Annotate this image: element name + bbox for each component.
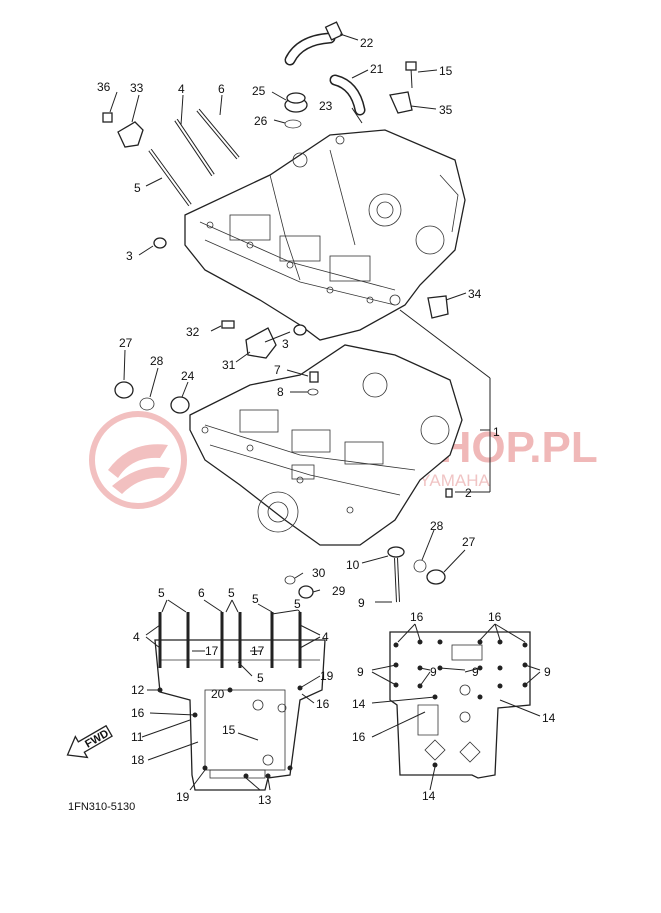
- left-plan-top-5a: 5: [158, 586, 165, 600]
- right-plan-16-left: 16: [410, 610, 424, 624]
- left-plan-17-left: 17: [205, 644, 219, 658]
- left-plan-16a: 16: [131, 706, 145, 720]
- left-plan-15: 15: [222, 723, 236, 737]
- right-plan-view: 16 16 9 9 9 9 14 14 16 14: [352, 610, 556, 803]
- left-plan-top-5b: 5: [228, 586, 235, 600]
- left-plan-side-4-right: 4: [322, 630, 329, 644]
- left-plan-20: 20: [211, 687, 225, 701]
- upper-crankcase: [184, 129, 466, 341]
- callout-34: 34: [468, 287, 482, 301]
- left-plan-top-6: 6: [198, 586, 205, 600]
- left-plan-12: 12: [131, 683, 145, 697]
- callout-6: 6: [218, 82, 225, 96]
- cap-25: [284, 92, 308, 129]
- left-plan-side-4-left: 4: [133, 630, 140, 644]
- callout-3a: 3: [126, 249, 133, 263]
- callout-25: 25: [252, 84, 266, 98]
- callout-15: 15: [439, 64, 453, 78]
- left-plan-18: 18: [131, 753, 145, 767]
- callout-9: 9: [358, 596, 365, 610]
- left-plan-16b: 16: [316, 697, 330, 711]
- callout-1: 1: [493, 425, 500, 439]
- part-callouts: 22 21 15 35 23 25 26 36 33 4 6 5 3 34 32…: [97, 36, 500, 610]
- leader-lines: [109, 33, 491, 603]
- bracket-33-36: [102, 112, 144, 148]
- left-plan-top-5d: 5: [294, 597, 301, 611]
- drain-bolts-lower: [284, 546, 446, 603]
- small-parts-mid: [114, 237, 453, 498]
- callout-22: 22: [360, 36, 374, 50]
- bracket-35: [389, 61, 417, 114]
- right-plan-9-inner-right: 9: [472, 665, 479, 679]
- fwd-arrow-icon: FWD: [66, 724, 113, 759]
- right-plan-9-inner-left: 9: [430, 665, 437, 679]
- callout-10: 10: [346, 558, 360, 572]
- callout-36: 36: [97, 80, 111, 94]
- left-plan-19b: 19: [320, 669, 334, 683]
- callout-3b: 3: [282, 337, 289, 351]
- callout-30: 30: [312, 566, 326, 580]
- callout-27a: 27: [119, 336, 133, 350]
- callout-26: 26: [254, 114, 268, 128]
- left-plan-11: 11: [131, 730, 144, 744]
- lower-crankcase: [189, 344, 463, 546]
- callout-28b: 28: [430, 519, 444, 533]
- callout-2: 2: [465, 486, 472, 500]
- bracket-34: [427, 295, 449, 319]
- right-plan-bolts: [393, 639, 528, 768]
- callout-35: 35: [439, 103, 453, 117]
- callout-8: 8: [277, 385, 284, 399]
- hose-21-22: [284, 21, 366, 116]
- left-plan-bolts: [157, 612, 303, 779]
- callout-24: 24: [181, 369, 195, 383]
- right-plan-9-outer-left: 9: [357, 665, 364, 679]
- right-plan-16-right: 16: [488, 610, 502, 624]
- bolts-4-5-6: [148, 108, 240, 207]
- drawing-code: 1FN310-5130: [68, 801, 135, 813]
- dealer-logo-icon: [89, 411, 187, 509]
- left-plan-19a: 19: [176, 790, 190, 804]
- right-plan-16c: 16: [352, 730, 366, 744]
- callout-7: 7: [274, 363, 281, 377]
- left-plan-17-right: 17: [251, 644, 265, 658]
- right-plan-14a: 14: [352, 697, 366, 711]
- callout-33: 33: [130, 81, 144, 95]
- left-plan-top-5c: 5: [252, 592, 259, 606]
- callout-5: 5: [134, 181, 141, 195]
- callout-29: 29: [332, 584, 346, 598]
- callout-21: 21: [370, 62, 384, 76]
- right-plan-14c: 14: [422, 789, 436, 803]
- left-plan-view: 5 6 5 5 5 4 4 17 17 5 12 16 11 18 19 19 …: [131, 586, 334, 807]
- callout-32: 32: [186, 325, 200, 339]
- callout-28a: 28: [150, 354, 164, 368]
- left-plan-5-bottom: 5: [257, 671, 264, 685]
- callout-23: 23: [319, 99, 333, 113]
- left-plan-13: 13: [258, 793, 272, 807]
- right-plan-14b: 14: [542, 711, 556, 725]
- callout-31: 31: [222, 358, 236, 372]
- right-plan-9-outer-right: 9: [544, 665, 551, 679]
- callout-4: 4: [178, 82, 185, 96]
- callout-27b: 27: [462, 535, 476, 549]
- fwd-label: FWD: [83, 728, 111, 751]
